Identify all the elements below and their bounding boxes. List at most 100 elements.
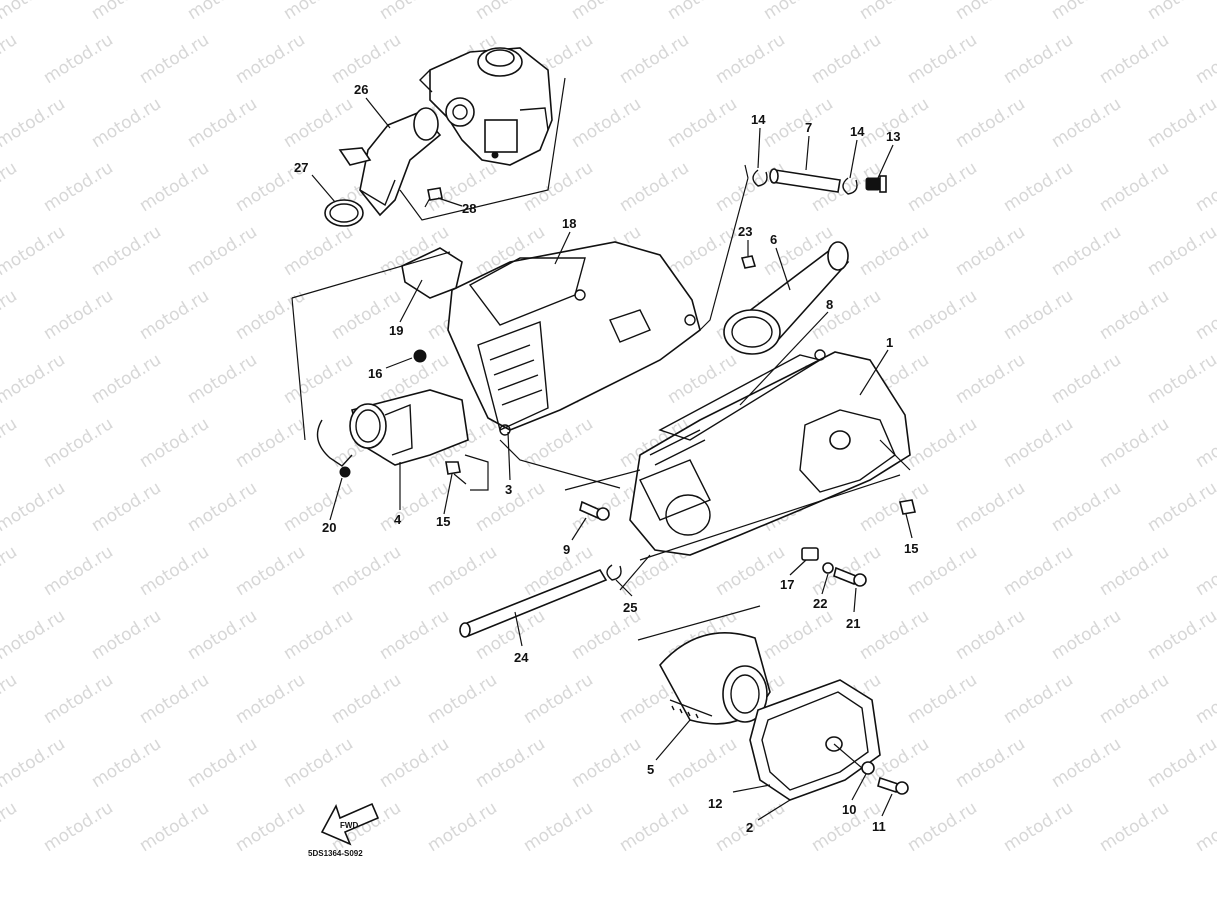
forward-direction-marker: FWD (320, 802, 380, 846)
watermark-text: motod.ru (808, 542, 885, 600)
part-label-12: 12 (708, 796, 722, 811)
watermark-text: motod.ru (232, 670, 309, 728)
watermark-text: motod.ru (280, 734, 357, 792)
watermark-text: motod.ru (280, 478, 357, 536)
watermark-text: motod.ru (904, 798, 981, 856)
watermark-text: motod.ru (1000, 542, 1077, 600)
watermark-text: motod.ru (40, 670, 117, 728)
watermark-text: motod.ru (952, 478, 1029, 536)
carburetor (419, 47, 553, 166)
screw-9 (579, 500, 610, 521)
joint-screw (424, 187, 443, 208)
watermark-text: motod.ru (136, 542, 213, 600)
watermark-text: motod.ru (40, 798, 117, 856)
watermark-text: motod.ru (1192, 542, 1217, 600)
watermark-text: motod.ru (1000, 414, 1077, 472)
watermark-text: motod.ru (184, 734, 261, 792)
watermark-text: motod.ru (0, 542, 21, 600)
watermark-text: motod.ru (136, 798, 213, 856)
watermark-text: motod.ru (904, 670, 981, 728)
svg-text:FWD: FWD (340, 821, 358, 830)
watermark-text: motod.ru (904, 158, 981, 216)
watermark-text: motod.ru (856, 0, 933, 24)
watermark-text: motod.ru (328, 30, 405, 88)
watermark-text: motod.ru (184, 222, 261, 280)
diagram-code: 5DS1364-S092 (308, 849, 363, 858)
washer-22 (822, 562, 834, 574)
watermark-text: motod.ru (1096, 30, 1173, 88)
part-label-2: 2 (746, 820, 753, 835)
watermark-text: motod.ru (520, 670, 597, 728)
watermark-text: motod.ru (136, 158, 213, 216)
part-label-16: 16 (368, 366, 382, 381)
watermark-text: motod.ru (1000, 670, 1077, 728)
part-label-9: 9 (563, 542, 570, 557)
screw-15-left (445, 461, 467, 485)
watermark-text: motod.ru (88, 0, 165, 24)
part-label-25: 25 (623, 600, 637, 615)
watermark-text: motod.ru (136, 30, 213, 88)
clip-right (842, 177, 858, 195)
part-label-15-left: 15 (436, 514, 450, 529)
watermark-text: motod.ru (1096, 542, 1173, 600)
screw-13 (865, 175, 887, 193)
watermark-text: motod.ru (664, 350, 741, 408)
watermark-text: motod.ru (88, 478, 165, 536)
watermark-text: motod.ru (184, 478, 261, 536)
case-gasket (658, 354, 822, 441)
watermark-text: motod.ru (1144, 606, 1217, 664)
watermark-text: motod.ru (952, 734, 1029, 792)
watermark-text: motod.ru (1096, 158, 1173, 216)
watermark-text: motod.ru (1192, 670, 1217, 728)
watermark-text: motod.ru (856, 478, 933, 536)
watermark-text: motod.ru (1048, 478, 1125, 536)
watermark-text: motod.ru (760, 606, 837, 664)
watermark-text: motod.ru (184, 0, 261, 24)
watermark-text: motod.ru (520, 158, 597, 216)
watermark-text: motod.ru (88, 222, 165, 280)
watermark-text: motod.ru (712, 158, 789, 216)
part-labels: 26 27 28 18 19 16 20 4 15 3 14 7 14 13 2… (294, 82, 918, 835)
watermark-text: motod.ru (808, 30, 885, 88)
watermark-text: motod.ru (568, 734, 645, 792)
part-label-1: 1 (886, 335, 893, 350)
watermark-text: motod.ru (952, 606, 1029, 664)
hose-clip (606, 564, 622, 581)
watermark-text: motod.ru (1000, 286, 1077, 344)
part-label-3: 3 (505, 482, 512, 497)
watermark-text: motod.ru (472, 0, 549, 24)
watermark-text: motod.ru (664, 222, 741, 280)
watermark-text: motod.ru (1000, 158, 1077, 216)
watermark-text: motod.ru (280, 94, 357, 152)
watermark-text: motod.ru (1096, 286, 1173, 344)
watermark-text: motod.ru (88, 350, 165, 408)
part-label-27: 27 (294, 160, 308, 175)
watermark-text: motod.ru (952, 94, 1029, 152)
watermark-text: motod.ru (40, 286, 117, 344)
watermark-text: motod.ru (328, 542, 405, 600)
watermark-text: motod.ru (1144, 222, 1217, 280)
watermark-layer: motod.ru motod.ru motod.ru motod.ru motod.ru… (0, 0, 1217, 856)
watermark-text: motod.ru (568, 94, 645, 152)
part-label-10: 10 (842, 802, 856, 817)
watermark-text: motod.ru (952, 350, 1029, 408)
washer-10 (861, 761, 875, 775)
watermark-text: motod.ru (0, 94, 69, 152)
watermark-text: motod.ru (472, 734, 549, 792)
watermark-text: motod.ru (1144, 734, 1217, 792)
screw-23 (740, 255, 757, 269)
watermark-text: motod.ru (40, 542, 117, 600)
watermark-text: motod.ru (232, 286, 309, 344)
watermark-text: motod.ru (1048, 94, 1125, 152)
part-label-13: 13 (886, 129, 900, 144)
case-seal (401, 247, 463, 299)
pipe (769, 168, 841, 193)
part-label-5: 5 (647, 762, 654, 777)
part-label-26: 26 (354, 82, 368, 97)
watermark-text: motod.ru (1096, 798, 1173, 856)
part-label-21: 21 (846, 616, 860, 631)
watermark-text: motod.ru (1000, 798, 1077, 856)
part-label-19: 19 (389, 323, 403, 338)
watermark-text: motod.ru (40, 414, 117, 472)
watermark-text: motod.ru (568, 0, 645, 24)
